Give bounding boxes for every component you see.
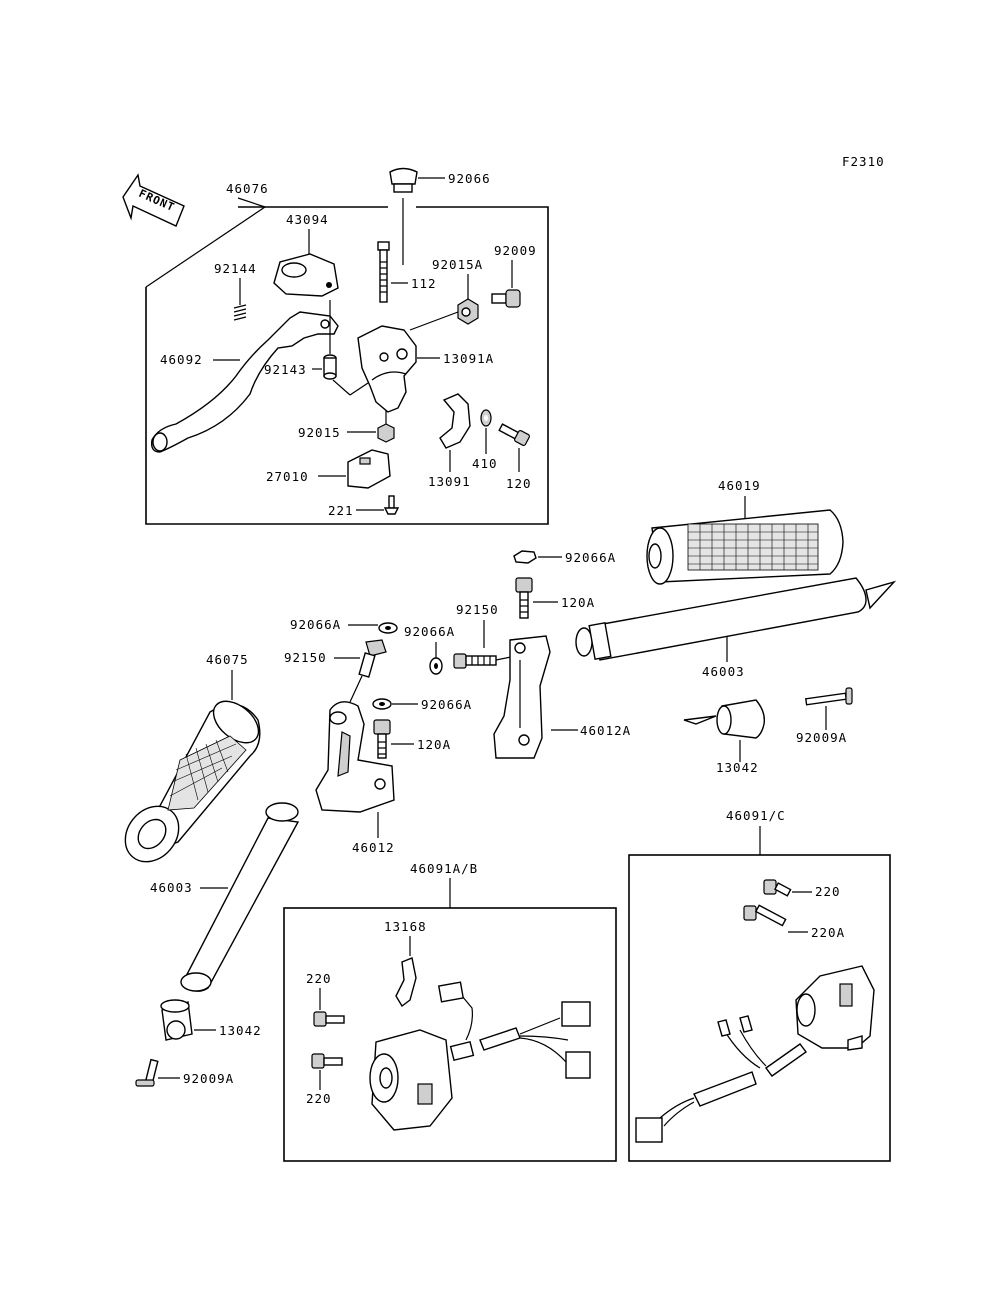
weight-13042-1 [683,699,766,739]
lever-46092 [150,311,339,453]
label-13042-1: 13042 [716,760,759,775]
label-92144: 92144 [214,261,257,276]
right-switch-housing [795,965,875,1051]
label-46091C: 46091/C [726,808,786,823]
right-switch-box [628,854,891,1162]
bracket-46012 [315,701,395,813]
screw-92009A-1 [804,687,853,706]
nut-92015 [377,423,395,443]
right-switch-wiring [635,1015,807,1143]
label-92009A-2: 92009A [183,1071,234,1086]
label-120A-2: 120A [417,737,451,752]
bolt-92150-1 [453,653,497,669]
label-13168: 13168 [384,919,427,934]
label-46012A: 46012A [580,723,631,738]
label-120: 120 [506,476,532,491]
washer-92066A-2 [429,657,443,675]
label-46075: 46075 [206,652,249,667]
label-221: 221 [328,503,354,518]
nut-92015A [457,298,479,325]
label-43094: 43094 [286,212,329,227]
collar-92143 [323,354,337,380]
lever-13168 [395,957,417,1008]
grip-46019 [646,509,844,585]
grip-46075 [124,700,261,863]
label-92066A-1: 92066A [565,550,616,565]
label-46012: 46012 [352,840,395,855]
weight-13042-2 [160,999,193,1041]
bolt-120A-1 [515,577,533,619]
bolt-120A-2 [373,719,391,759]
label-92015A: 92015A [432,257,483,272]
left-switch-housing [369,1029,475,1131]
label-220A: 220A [811,925,845,940]
label-220-2: 220 [306,971,332,986]
adjuster-43094 [273,253,339,297]
label-92150-2: 92150 [284,650,327,665]
label-92143: 92143 [264,362,307,377]
label-92009: 92009 [494,243,537,258]
washer-92066A-1 [513,550,537,564]
label-92009A-1: 92009A [796,730,847,745]
label-92066A-2: 92066A [404,624,455,639]
lever-assembly-box [145,206,549,525]
label-112: 112 [411,276,437,291]
figure-code: F2310 [842,154,885,169]
holder-13091A [357,325,417,413]
bolt-120 [498,423,531,447]
left-switch-wiring [437,981,591,1079]
throttle-pipe-46003 [575,577,897,661]
label-13042-2: 13042 [219,1023,262,1038]
label-46019: 46019 [718,478,761,493]
label-27010: 27010 [266,469,309,484]
label-13091A: 13091A [443,351,494,366]
label-92066A-3: 92066A [290,617,341,632]
washer-92066A-4 [372,698,392,710]
screw-220A [743,904,787,927]
spring-92144 [233,304,247,321]
label-120A-1: 120A [561,595,595,610]
bracket-46012A [493,635,551,759]
bolt-112 [377,241,390,303]
screw-92009A-2 [135,1058,159,1087]
washer-410 [480,409,492,427]
clamp-13091 [439,393,471,449]
bolt-92150-2 [358,639,387,678]
label-220-1: 220 [815,884,841,899]
screw-220-3 [311,1053,343,1069]
cap-92066 [389,167,418,193]
label-46091AB: 46091A/B [410,861,478,876]
screw-92009 [491,289,521,308]
label-410: 410 [472,456,498,471]
label-92066A-4: 92066A [421,697,472,712]
label-46003-2: 46003 [150,880,193,895]
label-92015: 92015 [298,425,341,440]
label-92066: 92066 [448,171,491,186]
label-46092: 46092 [160,352,203,367]
label-92150-1: 92150 [456,602,499,617]
label-220-3: 220 [306,1091,332,1106]
screw-221 [383,495,400,515]
washer-92066A-3 [378,622,398,634]
screw-220-1 [763,879,792,897]
screw-220-2 [313,1011,345,1027]
throttle-pipe-46003-2 [180,802,300,992]
label-46076: 46076 [226,181,269,196]
label-46003-1: 46003 [702,664,745,679]
switch-27010 [347,449,391,489]
left-switch-box [283,907,617,1162]
front-arrow-icon: FRONT [122,173,185,227]
label-13091: 13091 [428,474,471,489]
